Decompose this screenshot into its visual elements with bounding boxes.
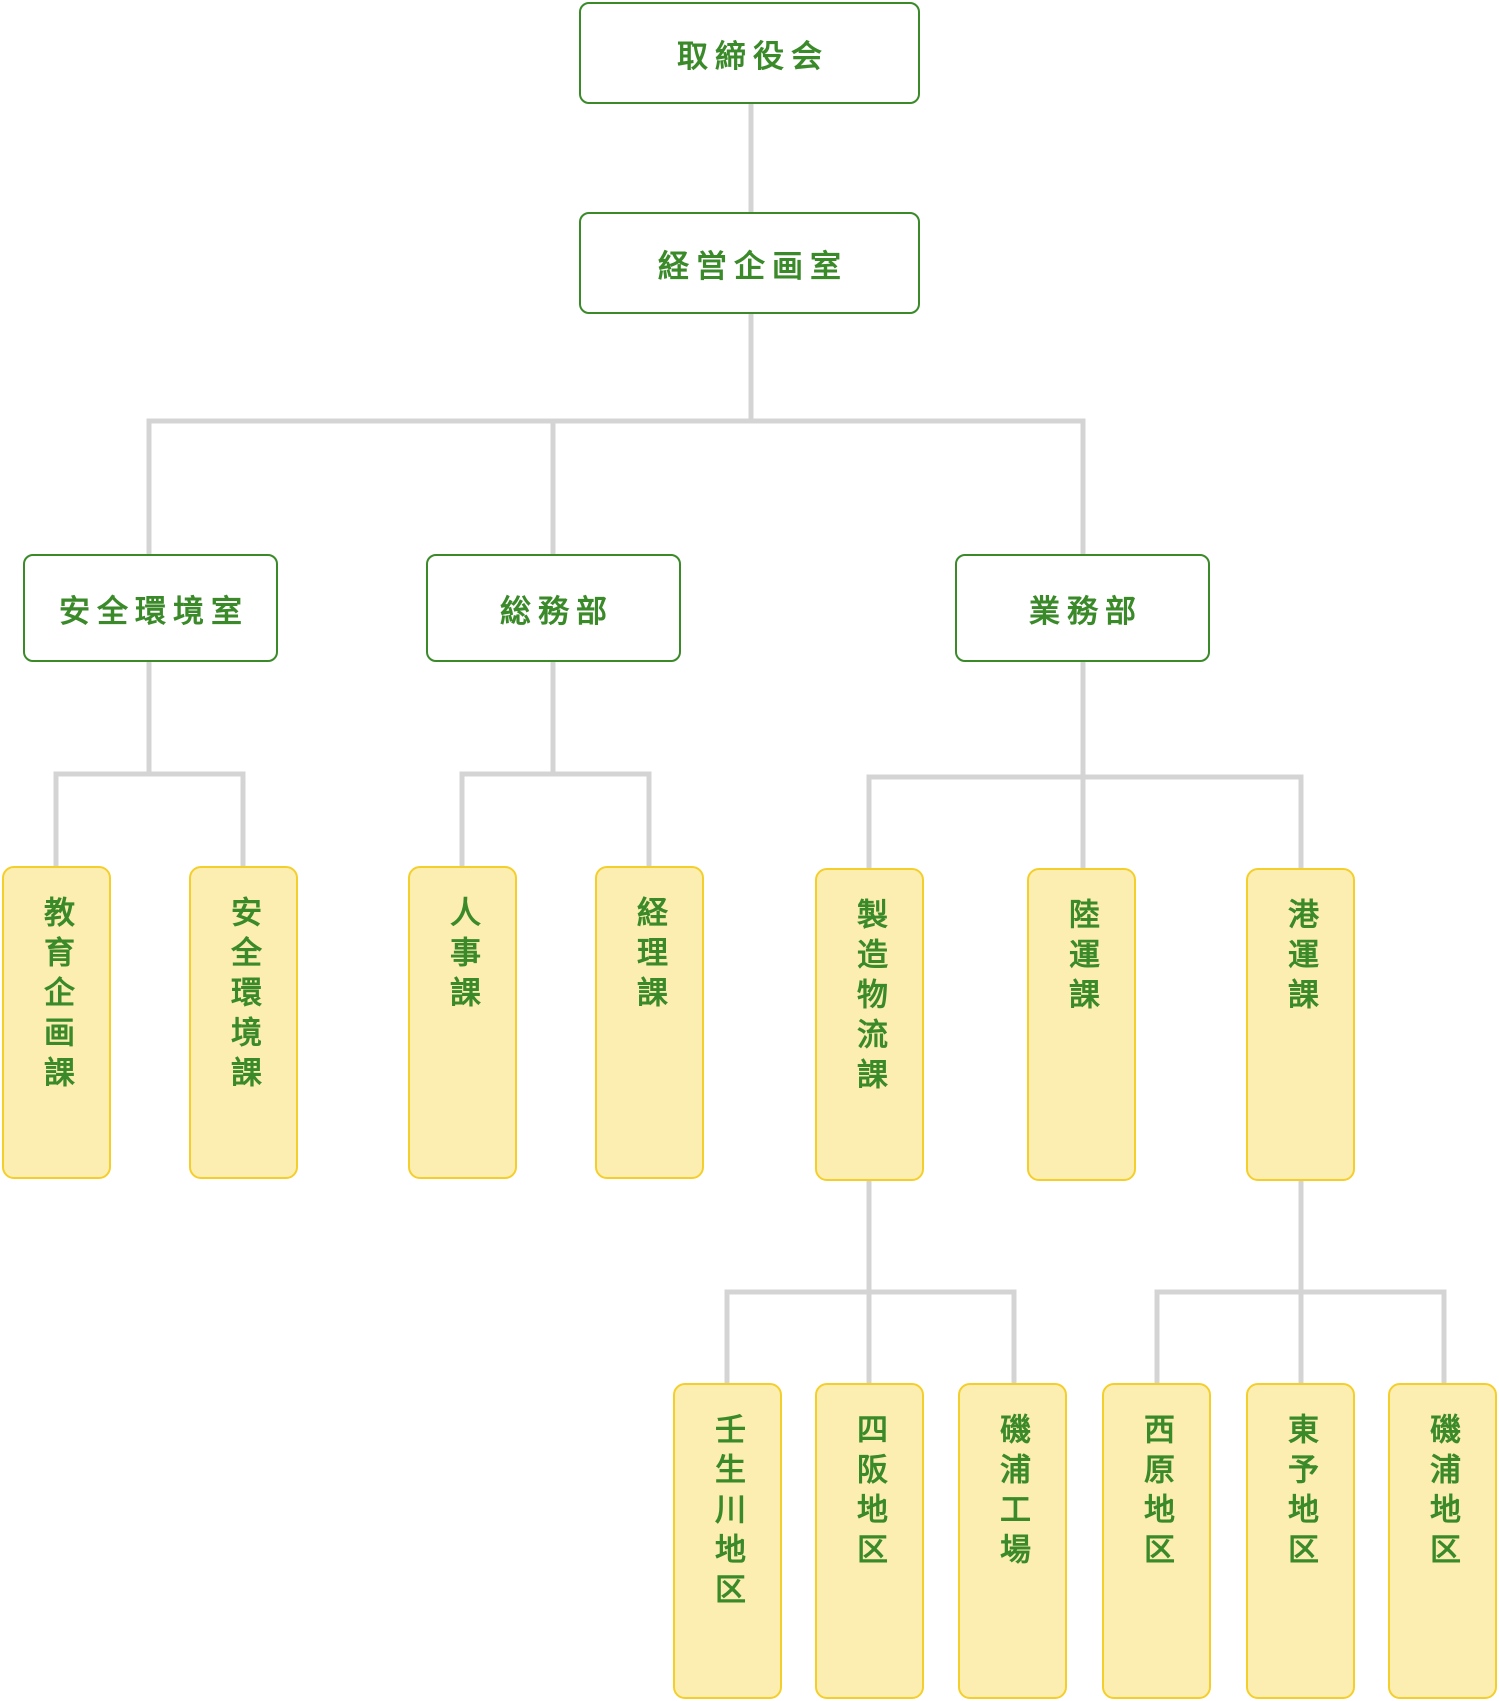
connector-planning-business (751, 418, 1086, 554)
connector-safety-education (53, 662, 152, 866)
nishihara-district-box: 西原地区 (1102, 1383, 1211, 1699)
manufacturing-logistics-section-label: 製造物流課 (851, 898, 887, 1098)
manufacturing-logistics-section-box: 製造物流課 (815, 868, 924, 1181)
connector-mfg-isoura-factory (869, 1289, 1017, 1383)
shisaka-district-box: 四阪地区 (815, 1383, 924, 1699)
board-box: 取締役会 (579, 2, 920, 104)
planning-office-label: 経営企画室 (658, 248, 848, 285)
safety-env-office-box: 安全環境室 (23, 554, 278, 662)
connector-general-personnel (459, 662, 556, 866)
education-planning-section-box: 教育企画課 (2, 866, 111, 1179)
port-transport-section-box: 港運課 (1246, 868, 1355, 1181)
mibukawa-district-label: 壬生川地区 (709, 1413, 745, 1613)
isoura-district-box: 磯浦地区 (1388, 1383, 1497, 1699)
planning-office-box: 経営企画室 (579, 212, 920, 314)
connector-business-manufacturing (866, 662, 1086, 868)
safety-env-office-label: 安全環境室 (59, 593, 249, 630)
isoura-factory-box: 磯浦工場 (958, 1383, 1067, 1699)
accounting-section-box: 経理課 (595, 866, 704, 1179)
connector-general-accounting (553, 771, 652, 866)
toyo-district-box: 東予地区 (1246, 1383, 1355, 1699)
safety-env-section-box: 安全環境課 (189, 866, 298, 1179)
connector-mfg-mibukawa (724, 1180, 872, 1383)
safety-env-section-label: 安全環境課 (225, 896, 261, 1096)
port-transport-section-label: 港運課 (1282, 898, 1318, 1018)
accounting-section-label: 経理課 (631, 896, 667, 1016)
personnel-section-label: 人事課 (444, 896, 480, 1016)
general-affairs-label: 総務部 (500, 593, 614, 630)
connector-port-nishihara (1154, 1180, 1304, 1383)
personnel-section-box: 人事課 (408, 866, 517, 1179)
shisaka-district-label: 四阪地区 (851, 1413, 887, 1573)
isoura-district-label: 磯浦地区 (1424, 1413, 1460, 1573)
business-dept-label: 業務部 (1029, 593, 1143, 630)
connector-safety-safetyenv (149, 771, 246, 866)
land-transport-section-box: 陸運課 (1027, 868, 1136, 1181)
connector-business-port (1083, 774, 1304, 868)
education-planning-section-label: 教育企画課 (38, 896, 74, 1096)
business-dept-box: 業務部 (955, 554, 1210, 662)
connector-port-isoura-district (1301, 1289, 1447, 1383)
general-affairs-box: 総務部 (426, 554, 681, 662)
board-label: 取締役会 (677, 38, 829, 75)
toyo-district-label: 東予地区 (1282, 1413, 1318, 1573)
nishihara-district-label: 西原地区 (1138, 1413, 1174, 1573)
mibukawa-district-box: 壬生川地区 (673, 1383, 782, 1699)
land-transport-section-label: 陸運課 (1063, 898, 1099, 1018)
isoura-factory-label: 磯浦工場 (994, 1413, 1030, 1573)
connector-planning-safety (146, 314, 754, 554)
